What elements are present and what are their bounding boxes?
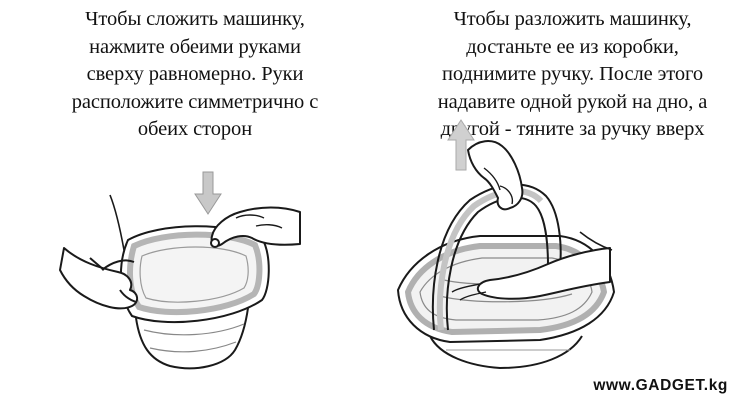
unfold-line-3: поднимите ручку. После этого	[442, 63, 703, 85]
watermark: www.GADGET.kg	[593, 377, 728, 394]
fold-line-2: нажмите обеими руками	[89, 35, 301, 58]
fold-line-1: Чтобы сложить машинку,	[85, 8, 305, 30]
fold-line-5: обеих сторон	[137, 118, 253, 140]
unfold-line-1: Чтобы разложить машинку,	[453, 8, 692, 30]
unfold-line-5: другой - тяните за ручку вверх	[440, 118, 705, 140]
right-hand-icon	[210, 206, 301, 248]
fold-line-3: сверху равномерно. Руки	[86, 63, 304, 85]
unfold-line-2: достаньте ее из коробки,	[466, 35, 679, 58]
pull-up-arrow-icon	[447, 119, 475, 171]
fold-instructions: Чтобы сложить машинку, нажмите обеими ру…	[0, 6, 390, 144]
folding-bucket-left	[120, 225, 270, 370]
fold-line-4: расположите симметрично с	[71, 90, 319, 113]
unfold-instructions: Чтобы разложить машинку, достаньте ее из…	[395, 6, 750, 144]
left-hand-icon	[59, 194, 138, 310]
pulling-hand-icon	[467, 140, 524, 211]
pressing-hand-icon	[451, 231, 613, 301]
unfold-line-4: надавите одной рукой на дно, а	[437, 90, 708, 113]
press-down-arrow-icon	[194, 171, 222, 215]
